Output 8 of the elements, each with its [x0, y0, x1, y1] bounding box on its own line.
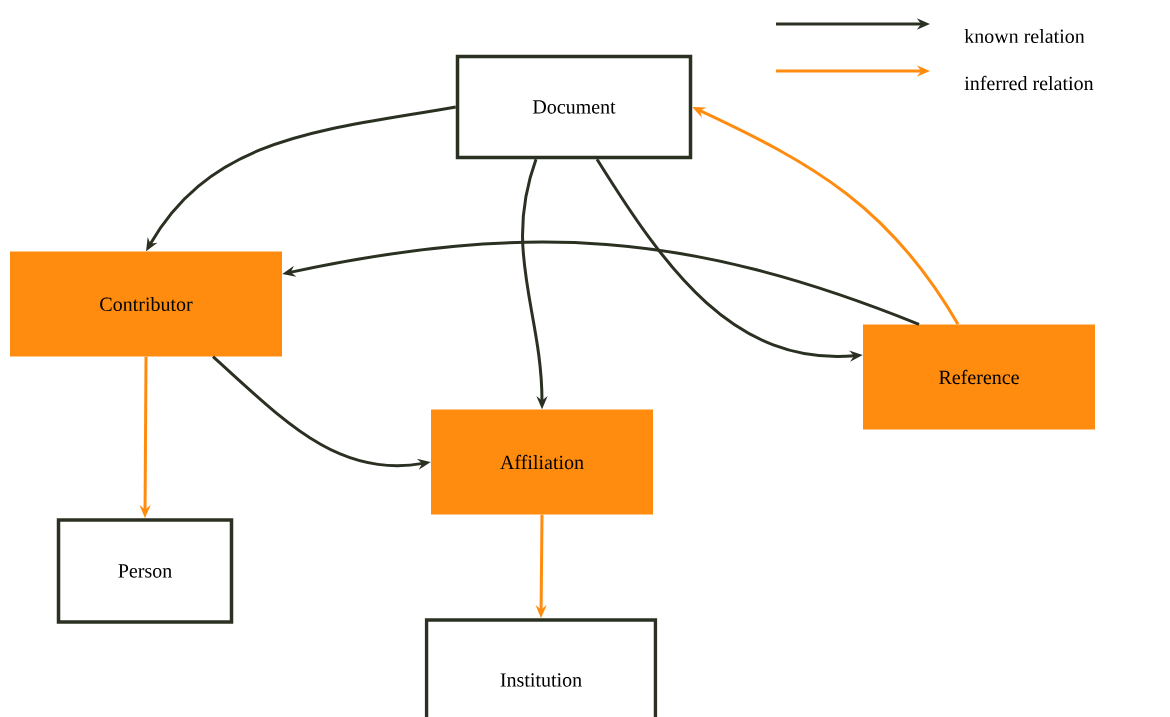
process-box: Person [56, 518, 234, 624]
legend-label: inferred relation [964, 75, 1094, 91]
process-box: Institution [424, 618, 658, 717]
legend-label: known relation [964, 28, 1085, 44]
process-box: Reference [863, 324, 1095, 430]
process-box: Affiliation [431, 409, 653, 515]
process-box: Contributor [10, 251, 282, 357]
process-box: Document [455, 54, 693, 160]
